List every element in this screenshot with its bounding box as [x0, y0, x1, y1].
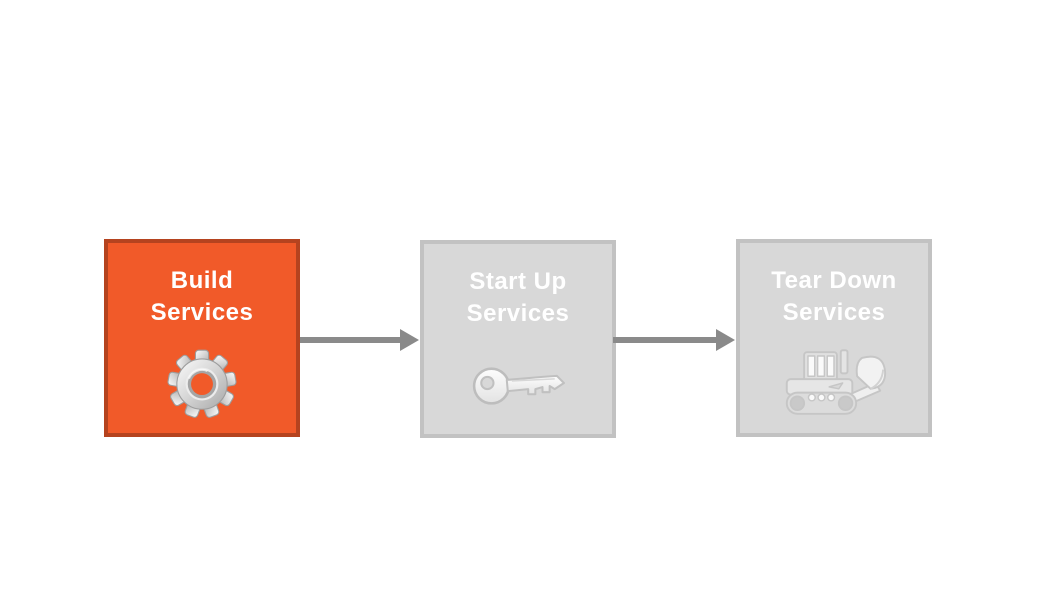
step-build-services[interactable]: Build Services	[104, 239, 300, 437]
step-label-line2: Services	[782, 299, 886, 326]
step-label-line1: Build	[170, 267, 234, 294]
step-label: Build Services	[108, 265, 296, 329]
step-label-line2: Services	[150, 299, 254, 326]
step-label-line1: Start Up	[469, 268, 567, 295]
arrow-startup-to-teardown	[613, 329, 735, 351]
step-label: Start Up Services	[424, 266, 612, 330]
step-label-line2: Services	[466, 300, 570, 327]
step-label: Tear Down Services	[740, 265, 928, 329]
gear-icon	[108, 343, 296, 423]
step-tear-down-services[interactable]: Tear Down Services	[736, 239, 932, 437]
step-start-up-services[interactable]: Start Up Services	[420, 240, 616, 438]
arrow-build-to-startup	[300, 329, 419, 351]
step-label-line1: Tear Down	[771, 267, 897, 294]
key-icon	[424, 344, 612, 424]
bulldozer-icon	[740, 343, 928, 423]
